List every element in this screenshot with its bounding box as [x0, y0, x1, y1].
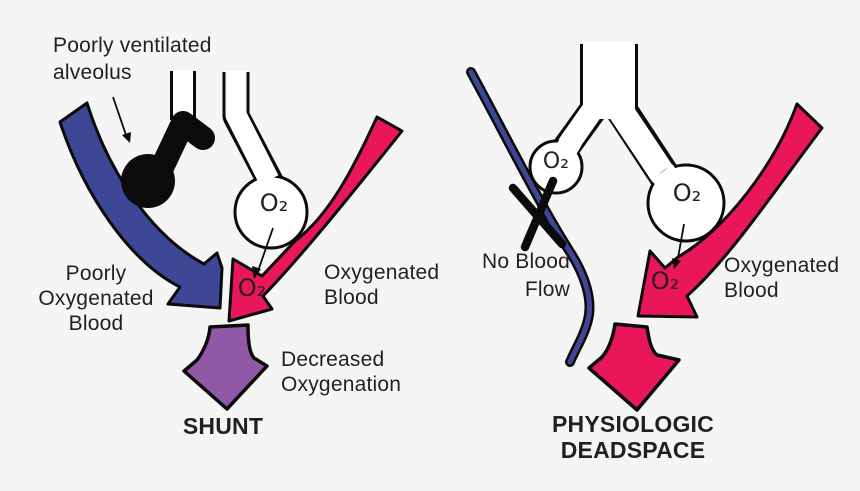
o2-transfer-arrow-line-right	[677, 223, 685, 259]
o2-transfer-arrow-head-left	[252, 266, 261, 279]
physiologic-deadspace-title: PHYSIOLOGIC DEADSPACE	[552, 411, 714, 463]
deadspace-diagram	[466, 42, 824, 412]
collapsed-vessel-outline	[466, 67, 595, 367]
poorly-oxygenated-blood-label: Poorly Oxygenated Blood	[38, 262, 154, 335]
o2-label-right-alveolus-small: O₂	[542, 149, 570, 174]
airway-right-lumen	[225, 71, 279, 185]
shunt-title: SHUNT	[182, 413, 264, 439]
mixed-blood-arrow	[182, 323, 269, 411]
poorly-ventilated-label: Poorly ventilated alveolus	[53, 34, 212, 84]
o2-label-right-alveolus-big: O₂	[672, 179, 702, 207]
o2-label-right-vessel: O₂	[650, 267, 680, 295]
no-blood-flow-label: No Blood Flow	[482, 250, 570, 301]
o2-transfer-arrow-line-left	[257, 227, 274, 272]
oxygenated-vessel-arrow-right	[636, 102, 824, 319]
oxygenated-blood-label-right: Oxygenated Blood	[724, 254, 840, 302]
o2-label-left-vessel: O₂	[237, 274, 267, 302]
poorly-oxygenated-vessel-arrow	[58, 101, 224, 310]
shunt-diagram	[58, 70, 404, 411]
oxygenated-blood-label-left: Oxygenated Blood	[324, 261, 440, 309]
alveolus-right-neck	[651, 164, 687, 200]
o2-transfer-arrow-head-right	[672, 258, 681, 269]
annotation-arrow-line	[112, 96, 127, 136]
no-flow-x-mark-2	[520, 176, 558, 252]
decreased-oxygenation-label: Decreased Oxygenation	[281, 348, 402, 396]
poorly-ventilated-alveolus	[121, 154, 175, 208]
blocked-airway-stalk	[146, 111, 215, 188]
alveolus-left-neck	[550, 134, 582, 166]
collapsed-vessel-lumen	[468, 69, 592, 365]
annotation-arrow-head	[122, 132, 131, 143]
o2-label-left-alveolus: O₂	[259, 189, 289, 217]
oxygenated-vessel-arrow-left	[227, 115, 404, 323]
oxygenated-result-arrow	[587, 322, 681, 412]
